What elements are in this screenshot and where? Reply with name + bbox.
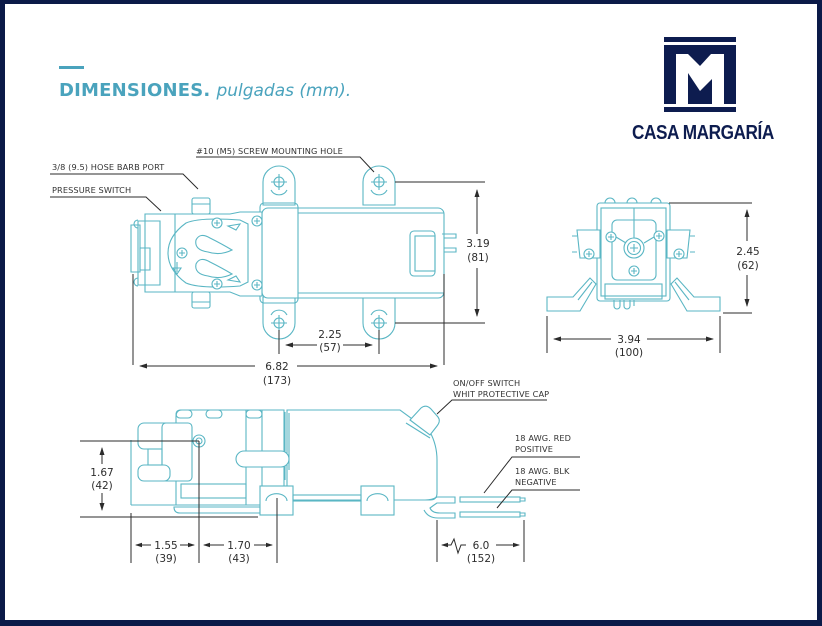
top-view-pump <box>130 165 457 340</box>
mount-foot-left <box>546 277 597 312</box>
mount-foot-right <box>670 277 721 312</box>
callout-hose-barb: 3/8 (9.5) HOSE BARB PORT <box>52 162 165 172</box>
dim-port-height-in: 1.67 <box>90 467 113 479</box>
brand-logo-icon <box>664 37 736 112</box>
side-view-pump <box>130 405 526 519</box>
page-title: DIMENSIONES.pulgadas (mm). <box>59 80 351 101</box>
pump-head-screws <box>176 215 263 291</box>
hose-barb-port-bottom <box>191 291 211 309</box>
dim-end-width-in: 3.94 <box>617 334 641 346</box>
dim-wire-length-in: 6.0 <box>473 540 490 552</box>
logo-m-block <box>664 45 736 104</box>
logo-top-bar <box>664 37 736 42</box>
side-motor-body <box>286 409 438 501</box>
wire-leads <box>459 496 526 518</box>
dim-length-mm: (173) <box>263 375 291 387</box>
callout-red-wire-line1: 18 AWG. RED <box>515 433 571 443</box>
top-view-callouts: #10 (M5) SCREW MOUNTING HOLE 3/8 (9.5) H… <box>50 146 375 212</box>
pump-head <box>144 211 263 297</box>
dim-length-in: 6.82 <box>265 361 288 373</box>
flow-arrow-icon <box>171 262 183 275</box>
dim-mount-offset-in: 1.70 <box>227 540 250 552</box>
side-mount-block-right <box>360 485 395 516</box>
dim-end-height-mm: (62) <box>737 260 759 272</box>
mount-hole-icons <box>270 174 388 331</box>
break-symbol-icon <box>442 537 466 555</box>
dim-wire-length-mm: (152) <box>467 553 495 565</box>
callout-blk-wire-line1: 18 AWG. BLK <box>515 466 570 476</box>
end-switch <box>409 230 436 277</box>
top-view-dimensions: 3.19 (81) 2.25 (57) 6.82 (173) <box>132 181 490 387</box>
dim-hole-spacing-in: 2.25 <box>318 329 341 341</box>
callout-pressure-switch: PRESSURE SWITCH <box>52 185 131 195</box>
logo-bottom-bar <box>664 107 736 112</box>
end-view-pump <box>546 197 721 312</box>
dim-height-in: 3.19 <box>466 238 489 250</box>
callout-switch-line2: WHIT PROTECTIVE CAP <box>453 389 549 399</box>
dim-port-offset-in: 1.55 <box>154 540 177 552</box>
dim-end-height-in: 2.45 <box>736 246 759 258</box>
dim-end-width-mm: (100) <box>615 347 643 359</box>
callout-blk-wire-line2: NEGATIVE <box>515 477 557 487</box>
end-view-dimensions: 2.45 (62) 3.94 (100) <box>546 202 760 359</box>
switch-cap <box>409 405 440 436</box>
callout-red-wire-line2: POSITIVE <box>515 444 553 454</box>
dim-hole-spacing-mm: (57) <box>319 342 341 354</box>
hose-barb-port-top <box>191 197 211 215</box>
side-view-callouts: ON/OFF SWITCH WHIT PROTECTIVE CAP 18 AWG… <box>436 378 580 509</box>
callout-mounting-hole: #10 (M5) SCREW MOUNTING HOLE <box>196 146 343 156</box>
title-units: pulgadas (mm). <box>216 81 352 101</box>
callout-switch-line1: ON/OFF SWITCH <box>453 378 520 388</box>
dim-port-height-mm: (42) <box>91 480 113 492</box>
side-view-dimensions: 1.67 (42) 1.55 (39) 1.70 (43) 6.0 (152) <box>80 440 525 565</box>
dim-port-offset-mm: (39) <box>155 553 177 565</box>
dim-mount-offset-mm: (43) <box>228 553 250 565</box>
end-view-screws <box>583 230 685 277</box>
dim-height-mm: (81) <box>467 252 489 264</box>
brand-name: CASA MARGARÍA <box>632 122 774 144</box>
title-accent-dash <box>59 66 84 69</box>
title-main: DIMENSIONES. <box>59 80 211 101</box>
